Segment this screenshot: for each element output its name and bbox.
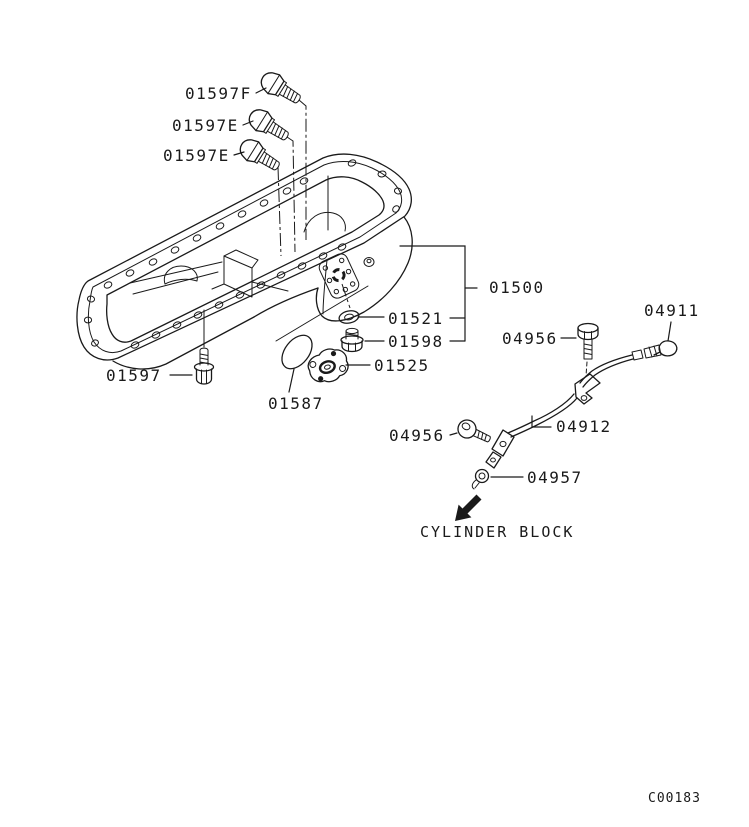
part-callout-04911: 04911	[644, 301, 700, 320]
flange-bolt-01597E-2	[239, 139, 280, 171]
part-callout-01500: 01500	[489, 278, 545, 297]
oil-pan-drawing	[76, 153, 413, 370]
drain-plate	[318, 253, 360, 299]
part-callout-04957: 04957	[527, 468, 583, 487]
part-callout-01597F: 01597F	[185, 84, 252, 103]
part-callout-04912: 04912	[556, 417, 612, 436]
part-callout-01597E-1: 01597E	[172, 116, 239, 135]
flange-bolt-holes-caps	[83, 159, 403, 347]
flange-bolt-holes-near	[130, 243, 347, 349]
callout-leader-lines	[169, 87, 672, 478]
cylinder-block-note: CYLINDER BLOCK	[420, 523, 574, 541]
gasket-pointer-line	[275, 285, 369, 342]
flange-bolt-01597F	[260, 72, 301, 104]
part-callout-04956-upper: 04956	[502, 329, 558, 348]
tube-grommet-04957	[471, 468, 490, 490]
pan-gasket-01587	[281, 334, 313, 370]
part-callout-01587: 01587	[268, 394, 324, 413]
drain-centerline	[341, 283, 351, 309]
cylinder-block-arrow-icon	[455, 494, 482, 521]
part-callout-04956-lower: 04956	[389, 426, 445, 445]
pan-bolt-01597	[193, 347, 215, 385]
bolt-centerline-2	[286, 136, 296, 253]
part-callout-01597E-2: 01597E	[163, 146, 230, 165]
drain-plug-01598	[340, 327, 364, 353]
drain-washer-01521	[338, 310, 360, 324]
part-callout-01525: 01525	[374, 356, 430, 375]
bolt-centerline-1	[298, 99, 307, 240]
part-callout-01521: 01521	[388, 309, 444, 328]
bolt-centerline-3	[277, 166, 282, 257]
drain-flange-01525	[307, 348, 349, 383]
figure-code: C00183	[648, 791, 701, 806]
pan-boss	[363, 257, 375, 267]
part-callout-01598: 01598	[388, 332, 444, 351]
flange-bolt-01597E-1	[248, 109, 289, 141]
flange-bolt-holes-far	[103, 177, 309, 289]
oil-level-gauge-drawing	[457, 322, 678, 490]
part-callout-01597: 01597	[106, 366, 162, 385]
